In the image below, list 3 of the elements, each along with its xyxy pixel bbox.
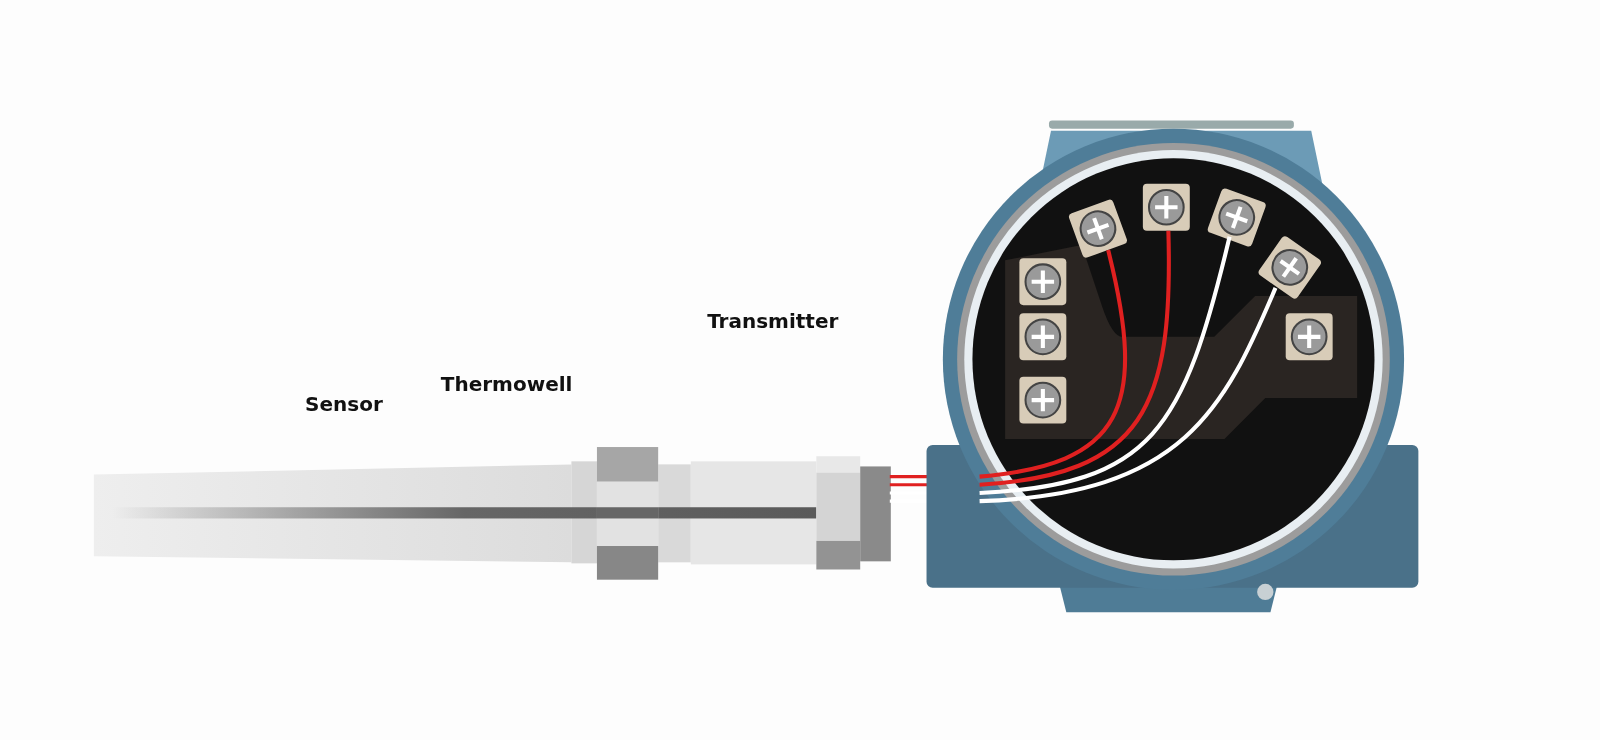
part-label: Sensor xyxy=(305,393,383,414)
part-label: Thermowell xyxy=(440,374,573,395)
part-label: Transmitter xyxy=(707,311,839,332)
